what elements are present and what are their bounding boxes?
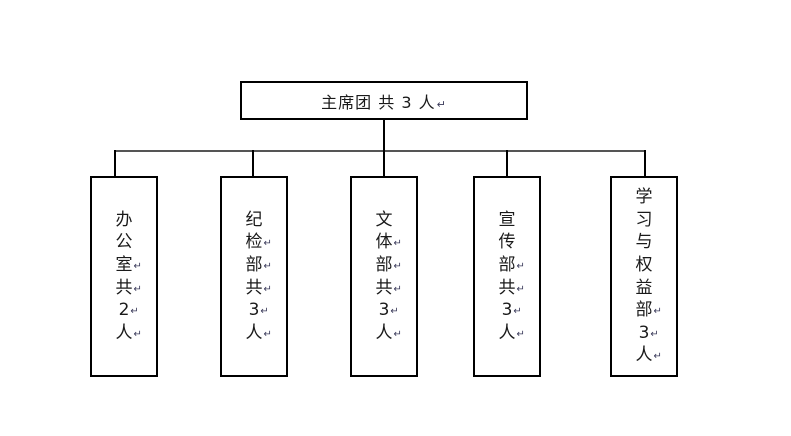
return-mark-icon: ↵ [393, 238, 402, 250]
org-node-publicity-label: 宣传部↵共↵3↵人↵ [498, 209, 525, 345]
org-node-office-label: 办公室↵共↵2↵人↵ [115, 209, 142, 345]
org-node-label-char: 部↵ [498, 254, 525, 275]
org-node-label-char: 检↵ [245, 232, 272, 253]
org-node-label-char: 部↵ [635, 300, 662, 321]
org-node-label-char: 人↵ [245, 322, 272, 343]
org-node-label-char: 2↵ [118, 300, 139, 321]
org-node-label-char: 3↵ [501, 300, 522, 321]
org-node-publicity[interactable]: 宣传部↵共↵3↵人↵ [473, 176, 541, 377]
org-node-label-char: 公 [115, 232, 133, 253]
org-node-label-char: 共↵ [498, 277, 525, 298]
return-mark-icon: ↵ [260, 306, 269, 318]
connector-drop-study-rights [644, 150, 646, 176]
org-node-label-char: 3↵ [248, 300, 269, 321]
org-node-label-char: 共↵ [115, 277, 142, 298]
connector-drop-culture-sports [383, 150, 385, 176]
org-node-label-char: 3↵ [378, 300, 399, 321]
org-node-office[interactable]: 办公室↵共↵2↵人↵ [90, 176, 158, 377]
org-node-label-char: 人↵ [635, 345, 662, 366]
org-node-label-char: 体↵ [375, 232, 402, 253]
connector-drop-office [114, 150, 116, 176]
return-mark-icon: ↵ [263, 283, 272, 295]
return-mark-icon: ↵ [263, 260, 272, 272]
return-mark-icon: ↵ [516, 328, 525, 340]
org-node-label-char: 人↵ [115, 322, 142, 343]
org-node-label-char: 学 [635, 187, 653, 208]
return-mark-icon: ↵ [133, 328, 142, 340]
org-node-label-char: 共↵ [245, 277, 272, 298]
org-node-root-label: 主席团 共 3 人↵ [321, 92, 447, 112]
connector-drop-publicity [506, 150, 508, 176]
org-node-label-char: 益 [635, 277, 653, 298]
org-node-label-char: 部↵ [375, 254, 402, 275]
org-node-label-char: 宣 [498, 209, 516, 230]
return-mark-icon: ↵ [263, 328, 272, 340]
return-mark-icon: ↵ [513, 306, 522, 318]
org-node-label-char: 3↵ [638, 322, 659, 343]
return-mark-icon: ↵ [133, 283, 142, 295]
connector-root-stem [383, 120, 385, 151]
org-node-study-rights-label: 学习与权益部↵3↵人↵ [635, 186, 662, 367]
org-node-label-char: 习 [635, 209, 653, 230]
org-node-label-char: 文 [375, 209, 393, 230]
org-node-culture-sports-label: 文体↵部↵共↵3↵人↵ [375, 209, 402, 345]
org-node-label-char: 办 [115, 209, 133, 230]
connector-drop-discipline [252, 150, 254, 176]
org-node-label-char: 室↵ [115, 254, 142, 275]
return-mark-icon: ↵ [653, 351, 662, 363]
org-node-study-rights[interactable]: 学习与权益部↵3↵人↵ [610, 176, 678, 377]
return-mark-icon: ↵ [436, 97, 447, 111]
return-mark-icon: ↵ [516, 260, 525, 272]
return-mark-icon: ↵ [263, 238, 272, 250]
connector-horizontal-bus [114, 150, 646, 152]
org-node-label-char: 部↵ [245, 254, 272, 275]
org-node-label-char: 人↵ [375, 322, 402, 343]
return-mark-icon: ↵ [393, 260, 402, 272]
return-mark-icon: ↵ [650, 328, 659, 340]
return-mark-icon: ↵ [393, 328, 402, 340]
org-node-discipline-label: 纪检↵部↵共↵3↵人↵ [245, 209, 272, 345]
return-mark-icon: ↵ [390, 306, 399, 318]
org-node-label-char: 人↵ [498, 322, 525, 343]
return-mark-icon: ↵ [653, 306, 662, 318]
return-mark-icon: ↵ [133, 260, 142, 272]
org-node-label-char: 共↵ [375, 277, 402, 298]
org-node-label-char: 纪 [245, 209, 263, 230]
return-mark-icon: ↵ [130, 306, 139, 318]
org-node-discipline[interactable]: 纪检↵部↵共↵3↵人↵ [220, 176, 288, 377]
org-node-label-char: 权 [635, 254, 653, 275]
org-node-root[interactable]: 主席团 共 3 人↵ [240, 81, 528, 120]
org-node-label-char: 与 [635, 232, 653, 253]
org-node-culture-sports[interactable]: 文体↵部↵共↵3↵人↵ [350, 176, 418, 377]
return-mark-icon: ↵ [393, 283, 402, 295]
org-node-label-char: 传 [498, 232, 516, 253]
return-mark-icon: ↵ [516, 283, 525, 295]
